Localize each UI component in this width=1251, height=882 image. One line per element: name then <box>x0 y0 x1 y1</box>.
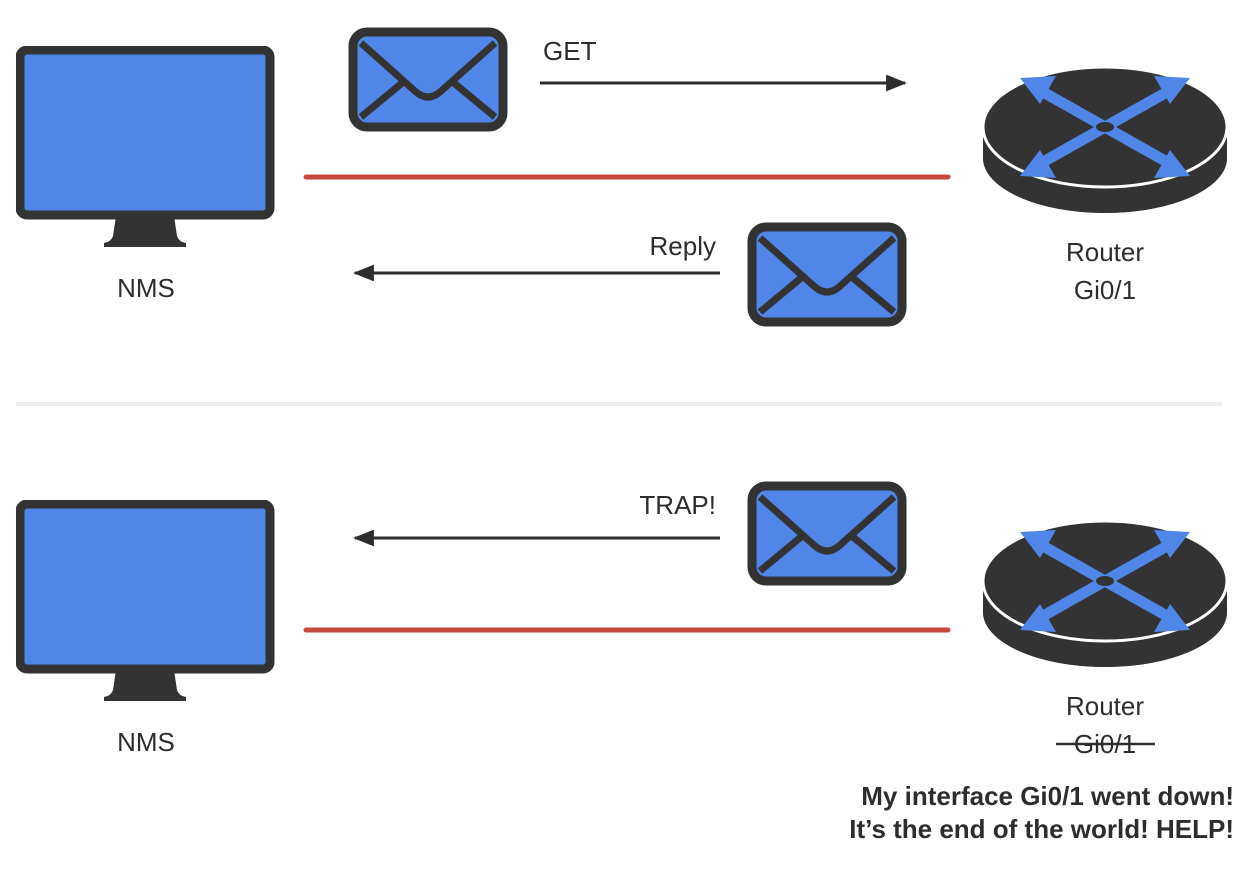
router-icon <box>983 521 1227 667</box>
router-interface-label: Gi0/1 <box>1074 275 1136 305</box>
router-label: Router <box>1066 237 1144 267</box>
reply-envelope-icon <box>752 227 902 322</box>
nms-label: NMS <box>117 273 175 303</box>
get-label: GET <box>543 36 597 66</box>
trap-message-line-2: It’s the end of the world! HELP! <box>849 814 1234 844</box>
trap-label: TRAP! <box>639 490 716 520</box>
get-envelope-icon <box>353 32 503 127</box>
trap-envelope-icon <box>752 486 902 581</box>
nms-label: NMS <box>117 727 175 757</box>
router-label: Router <box>1066 691 1144 721</box>
reply-label: Reply <box>650 231 716 261</box>
nms-monitor-icon <box>20 504 270 701</box>
top-scenario: NMS GET Reply Router Gi0/1 <box>20 32 1227 322</box>
trap-message-line-1: My interface Gi0/1 went down! <box>861 781 1234 811</box>
router-icon <box>983 67 1227 213</box>
nms-monitor-icon <box>20 50 270 247</box>
bottom-scenario: NMS TRAP! Router Gi0/1 My interface Gi0/… <box>20 486 1234 844</box>
